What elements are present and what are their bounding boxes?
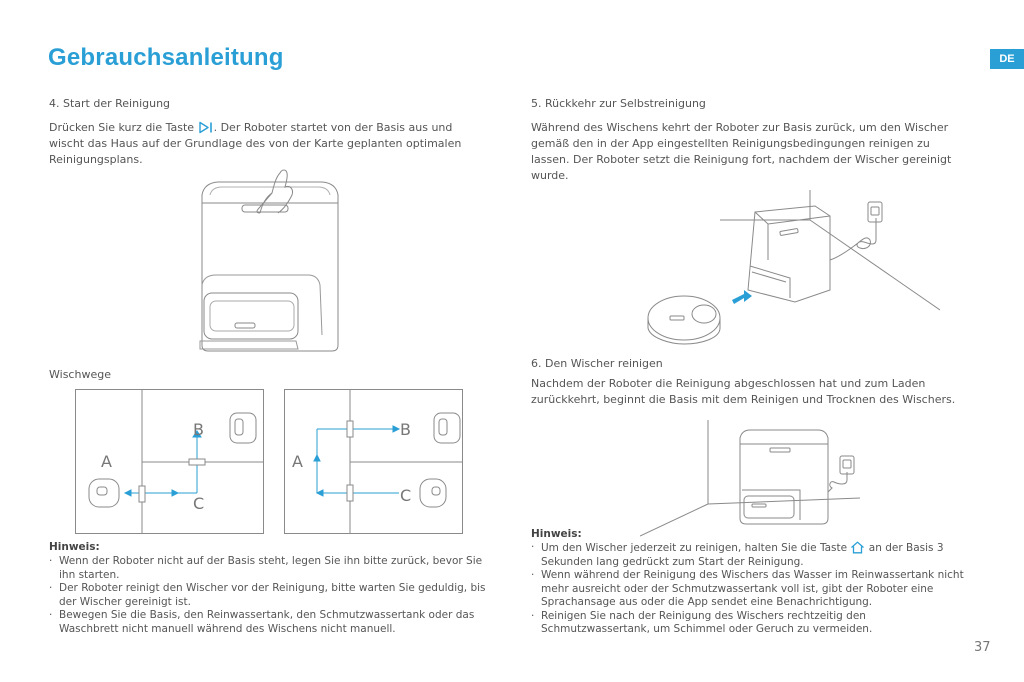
home-icon [851, 541, 865, 554]
left-note-item: Bewegen Sie die Basis, den Reinwassertan… [49, 609, 489, 636]
mopping-path-diagram-1: A B C [75, 389, 264, 534]
play-pause-icon [198, 121, 212, 134]
section-6-heading: 6. Den Wischer reinigen [531, 357, 663, 370]
page-number: 37 [974, 640, 991, 655]
section-4-text-part1: Drücken Sie kurz die Taste [49, 121, 195, 134]
diagram-1-label-b: B [193, 420, 204, 439]
mopping-path-diagram-2: A B C [284, 389, 463, 534]
right-note-item: Wenn während der Reinigung des Wischers … [531, 569, 976, 610]
right-note-item-1-part1: Um den Wischer jederzeit zu reinigen, ha… [541, 542, 848, 554]
section-4-text: Drücken Sie kurz die Taste . Der Roboter… [49, 120, 489, 168]
diagram-1-label-c: C [193, 494, 204, 513]
right-note-item-1-part2: an der Basis 3 Sekunden lang gedrückt zu… [541, 542, 944, 568]
right-note-item: Um den Wischer jederzeit zu reinigen, ha… [531, 541, 976, 569]
section-4-heading: 4. Start der Reinigung [49, 97, 171, 110]
language-badge: DE [990, 49, 1024, 69]
wiper-cleaning-illustration [640, 420, 860, 537]
left-note-title: Hinweis: [49, 541, 100, 553]
section-4-text-part2: . Der Roboter startet von der Basis aus … [49, 121, 462, 166]
left-note-item: Wenn der Roboter nicht auf der Basis ste… [49, 555, 489, 582]
diagram-2-label-c: C [400, 486, 411, 505]
diagram-1-label-a: A [101, 452, 112, 471]
section-6-text: Nachdem der Roboter die Reinigung abgesc… [531, 377, 956, 406]
right-note-list: Um den Wischer jederzeit zu reinigen, ha… [531, 541, 976, 637]
left-note-list: Wenn der Roboter nicht auf der Basis ste… [49, 555, 489, 636]
section-5-heading: 5. Rückkehr zur Selbstreinigung [531, 97, 706, 110]
left-note-item: Der Roboter reinigt den Wischer vor der … [49, 582, 489, 609]
right-note-title: Hinweis: [531, 528, 582, 540]
page-title: Gebrauchsanleitung [48, 44, 284, 71]
base-station-illustration [199, 169, 339, 352]
diagram-2-label-b: B [400, 420, 411, 439]
section-5-text: Während des Wischens kehrt der Roboter z… [531, 121, 952, 182]
return-to-base-illustration [647, 190, 940, 345]
right-note-item: Reinigen Sie nach der Reinigung des Wisc… [531, 610, 976, 637]
diagram-2-label-a: A [292, 452, 303, 471]
wischwege-heading: Wischwege [49, 368, 111, 381]
